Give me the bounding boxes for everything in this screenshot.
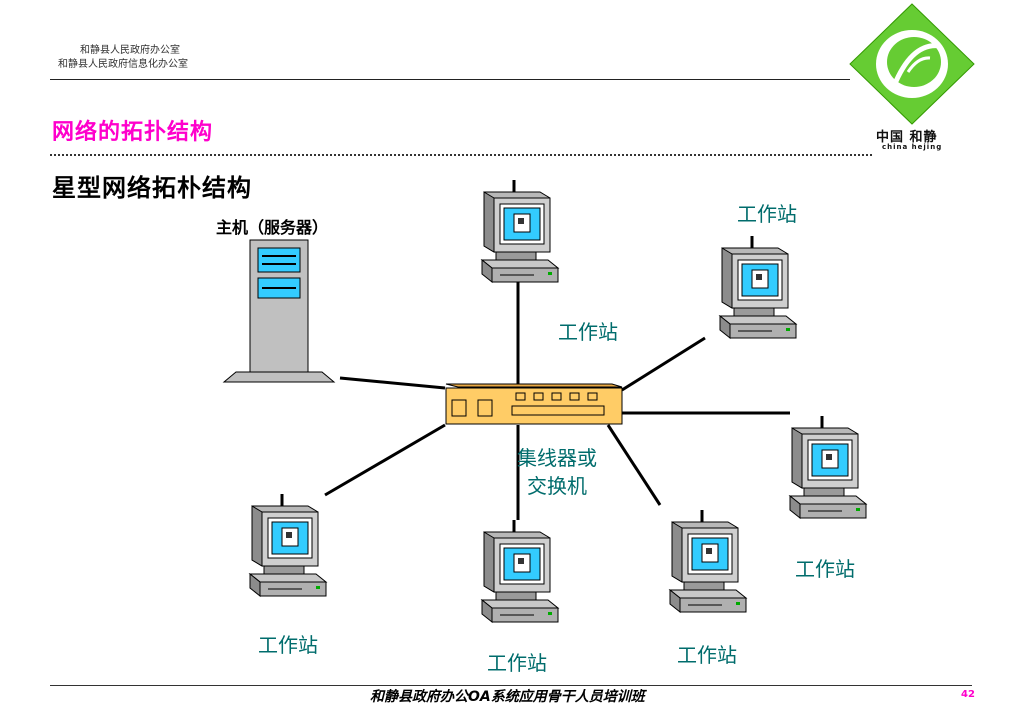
workstation-bottom xyxy=(480,518,560,624)
workstation-lower-left xyxy=(248,492,328,598)
hub-switch xyxy=(445,383,623,425)
workstation-label-lower-left: 工作站 xyxy=(258,633,318,657)
footer-course-title: 和静县政府办公OA系统应用骨干人员培训班 xyxy=(370,689,645,705)
workstation-label-right: 工作站 xyxy=(795,557,855,581)
workstation-right xyxy=(788,414,868,520)
workstation-top xyxy=(480,178,560,284)
workstation-label-upper-right: 工作站 xyxy=(737,202,797,226)
connection-lines xyxy=(324,272,790,520)
hejing-logo xyxy=(849,3,975,125)
footer-rule xyxy=(50,685,972,686)
workstation-label-top: 工作站 xyxy=(558,320,618,344)
hub-label-line-1: 集线器或 xyxy=(517,446,597,470)
header-rule xyxy=(50,79,850,80)
workstation-upper-right xyxy=(718,234,798,340)
org-line-2: 和静县人民政府信息化办公室 xyxy=(58,59,188,70)
logo-text: 中国 和静 xyxy=(876,130,938,145)
title-dotted-rule xyxy=(50,154,872,156)
slide-subtitle: 星型网络拓朴结构 xyxy=(52,174,252,202)
logo-subtext: china hejing xyxy=(882,143,943,151)
workstation-label-bottom: 工作站 xyxy=(487,651,547,675)
page-number: 42 xyxy=(961,689,975,700)
workstation-lower-right xyxy=(668,508,748,614)
organization-names: 和静县人民政府办公室 和静县人民政府信息化办公室 xyxy=(58,44,188,72)
server-label: 主机（服务器） xyxy=(216,218,329,237)
hub-label: 集线器或 交换机 xyxy=(517,444,597,500)
slide-title: 网络的拓扑结构 xyxy=(52,120,214,145)
hub-label-line-2: 交换机 xyxy=(527,474,587,498)
server-tower xyxy=(222,239,336,383)
org-line-1: 和静县人民政府办公室 xyxy=(80,45,180,56)
workstation-label-lower-right: 工作站 xyxy=(677,643,737,667)
